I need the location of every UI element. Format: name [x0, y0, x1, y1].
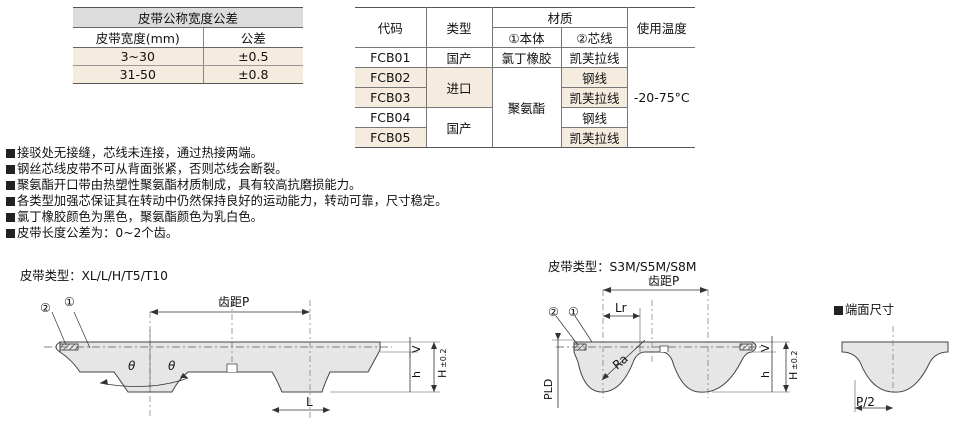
bullet-square-icon [6, 197, 15, 206]
label-theta-b: θ [168, 359, 176, 373]
cell-tolerance: ±0.8 [202, 65, 303, 84]
label-H-tol: ±0.2 [439, 349, 448, 368]
left-diagram-title: 皮带类型：XL/L/H/T5/T10 [20, 269, 168, 283]
end-view-title-wrap: 端面尺寸 [834, 300, 894, 318]
belt-code-table: 代码 类型 材质 使用温度 ①本体 ②芯线 FCB01 国产 氯丁橡胶 凯芙拉线… [355, 7, 695, 148]
cell-code: FCB04 [355, 107, 427, 128]
cell-width: 3~30 [73, 47, 203, 66]
list-item: 钢丝芯线皮带不可从背面张紧，否则芯线会断裂。 [6, 161, 447, 177]
list-item: 聚氨酯开口带由热塑性聚氨酯材质制成，具有较高抗磨损能力。 [6, 177, 447, 193]
label-h: h [759, 371, 772, 378]
right-belt-profile: ② ① 齿距P Lr Ra PLD V h H ±0.2 [542, 274, 800, 408]
cell-code: FCB05 [355, 127, 427, 148]
bullet-square-icon [6, 229, 15, 238]
cell-temperature: -20-75°C [627, 47, 695, 148]
table-row: FCB05 凯芙拉线 [355, 127, 695, 148]
cell-type: 国产 [425, 47, 493, 68]
table-row: 3~30 ±0.5 [73, 47, 303, 66]
bullet-square-icon [6, 149, 15, 158]
label-h: h [410, 371, 423, 378]
list-item: 皮带长度公差为：0~2个齿。 [6, 225, 447, 241]
cell-tolerance: ±0.5 [202, 47, 303, 66]
belt-width-tolerance-table: 皮带公称宽度公差 皮带宽度(mm) 公差 3~30 ±0.5 31-50 ±0.… [73, 7, 303, 84]
label-Lr: Lr [615, 301, 627, 315]
cell-code: FCB02 [355, 67, 427, 88]
notes-list: 接驳处无接缝，芯线未连接，通过热接两端。 钢丝芯线皮带不可从背面张紧，否则芯线会… [6, 145, 447, 241]
cell-type: 进口 [425, 67, 493, 108]
label-pitch: 齿距P [648, 274, 679, 288]
cell-width: 31-50 [73, 65, 203, 84]
label-mark-1: ① [568, 305, 579, 319]
cell-core: 钢线 [560, 107, 629, 128]
header-material: 材质 [491, 7, 629, 28]
cell-core: 凯芙拉线 [560, 127, 629, 148]
list-item: 接驳处无接缝，芯线未连接，通过热接两端。 [6, 145, 447, 161]
cell-body: 聚氨酯 [491, 67, 562, 148]
cell-code: FCB01 [355, 47, 427, 68]
label-V: V [759, 344, 772, 352]
header-body: ①本体 [491, 27, 562, 48]
end-view-title: 端面尺寸 [845, 303, 895, 317]
label-H: H [436, 370, 449, 378]
label-V: V [410, 345, 423, 353]
header-tolerance: 公差 [202, 27, 303, 48]
label-mark-2: ② [40, 301, 51, 315]
label-P-half: P/2 [856, 395, 875, 409]
table-row: FCB04 国产 钢线 [355, 107, 695, 148]
left-belt-profile: ② ① 齿距P θ θ L V h H ±0.2 [40, 295, 449, 418]
cell-type: 国产 [425, 107, 493, 148]
cell-core: 凯芙拉线 [560, 47, 629, 68]
table-row: 31-50 ±0.8 [73, 65, 303, 84]
label-PLD: PLD [542, 379, 555, 400]
label-theta-a: θ [128, 359, 136, 373]
cell-body: 氯丁橡胶 [491, 47, 562, 68]
tolerance-table-caption: 皮带公称宽度公差 [73, 7, 303, 28]
label-mark-1: ① [64, 295, 75, 309]
label-pitch: 齿距P [218, 295, 249, 309]
header-type: 类型 [425, 7, 493, 48]
bullet-square-icon [6, 181, 15, 190]
right-diagram-title: 皮带类型：S3M/S5M/S8M [548, 260, 697, 274]
end-view-profile: P/2 [841, 326, 949, 412]
label-H: H [787, 372, 800, 380]
bullet-square-icon [6, 213, 15, 222]
list-item: 各类型加强芯保证其在转动中仍然保持良好的运动能力，转动可靠，尺寸稳定。 [6, 193, 447, 209]
table-row: FCB01 国产 氯丁橡胶 凯芙拉线 -20-75°C [355, 47, 695, 148]
bullet-square-icon [6, 165, 15, 174]
bullet-square-icon [834, 306, 843, 315]
label-L: L [306, 395, 313, 409]
list-item: 氯丁橡胶颜色为黑色，聚氨酯颜色为乳白色。 [6, 209, 447, 225]
label-H-tol: ±0.2 [790, 351, 799, 370]
label-mark-2: ② [548, 305, 559, 319]
header-belt-width: 皮带宽度(mm) [73, 27, 203, 48]
header-code: 代码 [355, 7, 427, 48]
header-temperature: 使用温度 [627, 7, 695, 48]
